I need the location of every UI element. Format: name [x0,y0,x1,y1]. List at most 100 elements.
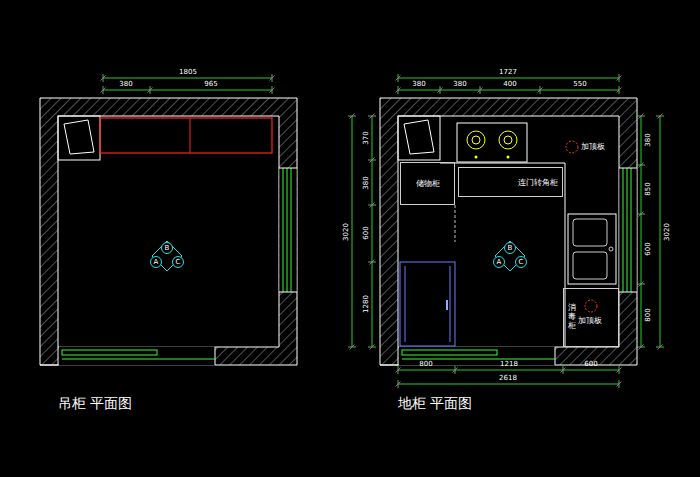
dimension-line [270,76,275,81]
dimension: 550 [573,81,586,88]
dimension-line [617,368,622,373]
wall [40,98,297,366]
dimension: 380 [363,176,370,189]
base-cabinet [400,262,455,346]
dimension-line [398,370,619,371]
wall [380,98,637,365]
dimension: 800 [645,308,652,321]
sink [573,252,607,279]
dimension-line [639,282,644,287]
section-mark: A [497,259,502,266]
dimension: 600 [363,226,370,239]
wall [62,350,157,355]
wall [279,168,297,292]
wall [380,98,637,366]
wall [40,347,215,365]
dimension-line [639,212,644,217]
dimension-line [658,345,663,350]
base-cabinet [446,300,448,310]
dimension-line [398,78,619,79]
cabinet-label: 连门转角柜 [518,177,558,188]
wall [402,359,555,360]
section-mark: A [154,259,159,266]
stove [457,123,527,162]
dimension-line [561,368,566,373]
wall [619,168,637,292]
dimension-line [438,88,443,93]
stove [467,131,485,149]
dimension-line [398,90,619,91]
compass-symbol [151,257,162,268]
dimension-line [372,116,373,347]
compass-symbol [162,243,173,254]
dimension-line [148,88,153,93]
view-title: 地柜 平面图 [398,396,472,410]
wall-cabinet [100,118,272,153]
dimension: 1218 [500,361,518,368]
dimension-line [103,90,272,91]
dimension: 850 [645,182,652,195]
section-mark: C [176,259,181,266]
dimension-line [396,88,401,93]
stove [499,131,517,149]
wall [59,347,215,366]
dimension-line [658,114,663,119]
dimension-line [370,345,375,350]
wall-cabinet [190,118,191,153]
dimension-line [103,78,272,79]
stove [472,136,480,144]
wall [283,168,291,292]
wall [62,359,215,360]
section-mark: B [508,245,513,252]
ceiling-board-mark [585,300,597,312]
dimension: 965 [204,81,217,88]
stove [504,136,512,144]
dimension: 3020 [343,223,350,241]
dimension-line [639,163,644,168]
dimension-line [396,382,401,387]
wall [40,98,297,365]
dimension-line [101,76,106,81]
dimension: 380 [119,81,132,88]
dimension: 1280 [363,295,370,313]
dimension-line [370,158,375,163]
dimension-line [370,114,375,119]
dimension: 380 [645,133,652,146]
dimension: 1727 [499,69,517,76]
wall [620,168,637,292]
wall [398,116,440,160]
base-cabinet [400,262,455,346]
dimension-line [639,114,644,119]
corner-cabinet: 连门转角柜 [458,167,563,197]
dimension-line [617,88,622,93]
wall [64,120,94,154]
counter [440,163,565,347]
section-mark: C [519,259,524,266]
dimension-line [617,76,622,81]
stove [507,156,510,159]
room-shell [40,98,637,366]
dimension: 380 [412,81,425,88]
dimension-line [396,76,401,81]
dimension-line [101,74,665,388]
dimension-line [101,88,106,93]
dimension-line [538,88,543,93]
compass-symbol [173,257,184,268]
dimension: 2618 [499,375,517,382]
compass-symbol [151,241,527,271]
dimension: 370 [363,131,370,144]
compass-symbol [505,243,516,254]
wall [280,168,297,292]
dimension: 800 [419,361,432,368]
dimension: 1805 [179,69,197,76]
dimension-line [453,368,458,373]
wall [402,350,497,355]
dimension-line [370,260,375,265]
wall [58,116,100,160]
note: 加顶板 [578,317,602,325]
counter [440,163,565,347]
sink [573,219,607,246]
base-cabinet [405,266,450,342]
dimension: 600 [645,242,652,255]
